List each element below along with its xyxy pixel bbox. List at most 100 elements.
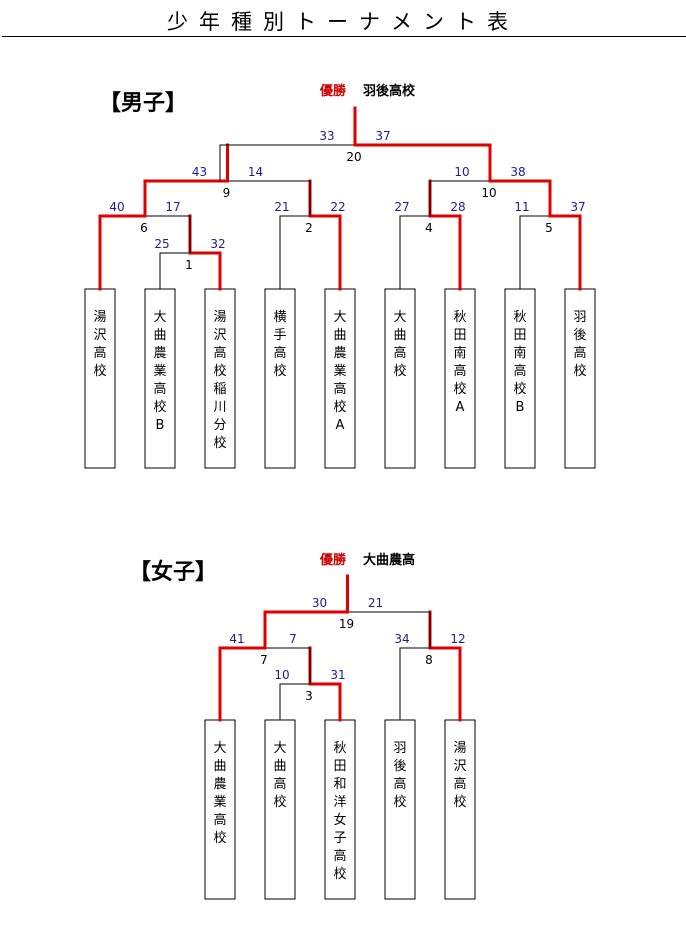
boys-team-name-char: 田 — [513, 328, 526, 343]
boys-team-name-char: 校 — [513, 381, 526, 397]
girls-team-name-char: 校 — [453, 794, 466, 810]
girls-score-left: 41 — [229, 632, 244, 646]
girls-score-left: 30 — [312, 596, 327, 610]
boys-team-name-char: 校 — [93, 363, 106, 379]
girls-team-name-char: 秋 — [333, 741, 346, 756]
girls-score-right: 12 — [450, 632, 465, 646]
boys-score-left: 27 — [394, 200, 409, 214]
girls-team-name-char: 子 — [333, 831, 346, 846]
girls-team-name-char: 大 — [273, 741, 286, 756]
boys-team-name-char: 高 — [93, 345, 106, 361]
girls-team-name-char: 羽 — [393, 741, 406, 756]
girls-team-name-char: 高 — [333, 848, 346, 864]
boys-score-left: 25 — [154, 237, 169, 251]
boys-team-name-char: 農 — [333, 346, 346, 361]
girls-team-name-char: 曲 — [273, 759, 286, 774]
boys-team-name-char: 稲 — [213, 382, 226, 397]
boys-team-name-char: A — [456, 400, 465, 415]
boys-team-name-char: 川 — [213, 400, 226, 415]
boys-match-number: 6 — [140, 221, 148, 235]
boys-match-number: 20 — [346, 150, 361, 164]
boys-score-left: 40 — [109, 200, 124, 214]
boys-team-name-char: 校 — [393, 363, 406, 379]
girls-team-name-char: 沢 — [453, 759, 466, 774]
boys-team-name-char: 校 — [573, 363, 586, 379]
boys-team-name-char: A — [336, 418, 345, 433]
boys-team-name-char: B — [156, 418, 165, 433]
girls-score-right: 7 — [289, 632, 297, 646]
boys-team-name-char: 曲 — [153, 328, 166, 343]
girls-score-right: 31 — [330, 668, 345, 682]
boys-match-number: 5 — [545, 221, 553, 235]
boys-score-left: 33 — [319, 129, 334, 143]
boys-team-name-char: 南 — [453, 345, 466, 361]
girls-team-name-char: 校 — [393, 794, 406, 810]
girls-team-box — [204, 719, 236, 900]
boys-team-name-char: 大 — [333, 310, 346, 325]
boys-team-name-char: 曲 — [333, 328, 346, 343]
girls-team-name-char: 女 — [333, 812, 346, 828]
boys-team-name-char: 業 — [153, 363, 166, 379]
girls-match-number: 3 — [305, 689, 313, 703]
girls-team-name-char: 農 — [213, 777, 226, 792]
boys-team-name-char: 高 — [333, 381, 346, 397]
girls-team-name-char: 大 — [213, 741, 226, 756]
girls-score-left: 34 — [394, 632, 409, 646]
boys-team-name-char: 高 — [573, 345, 586, 361]
boys-team-name-char: 校 — [213, 435, 226, 451]
boys-team-name-char: 横 — [273, 310, 286, 325]
boys-score-right: 32 — [210, 237, 225, 251]
boys-score-right: 37 — [375, 129, 390, 143]
boys-team-name-char: 業 — [333, 363, 346, 379]
girls-team-name-char: 洋 — [333, 795, 346, 810]
boys-team-name-char: 湯 — [93, 310, 106, 325]
boys-team-name-char: 高 — [513, 363, 526, 379]
boys-match-number: 4 — [425, 221, 433, 235]
boys-team-name-char: 校 — [453, 381, 466, 397]
boys-team-box — [444, 288, 476, 469]
girls-team-name-char: 高 — [393, 776, 406, 792]
boys-score-left: 10 — [454, 165, 469, 179]
boys-team-name-char: B — [516, 400, 525, 415]
boys-team-name-char: 南 — [513, 345, 526, 361]
boys-team-name-char: 後 — [573, 328, 586, 343]
boys-team-name-char: 手 — [273, 328, 286, 343]
boys-score-right: 28 — [450, 200, 465, 214]
girls-team-name-char: 校 — [333, 866, 346, 882]
girls-team-box — [444, 719, 476, 900]
boys-team-name-char: 曲 — [393, 328, 406, 343]
boys-team-name-char: 秋 — [513, 310, 526, 325]
boys-score-right: 37 — [570, 200, 585, 214]
boys-match-number: 10 — [481, 186, 496, 200]
boys-team-name-char: 羽 — [573, 310, 586, 325]
boys-team-name-char: 大 — [153, 310, 166, 325]
title-rule — [2, 36, 686, 37]
boys-match-number: 9 — [223, 186, 231, 200]
boys-team-name-char: 沢 — [93, 328, 106, 343]
boys-champion-name: 羽後高校 — [363, 83, 416, 99]
girls-champion-name: 大曲農高 — [363, 552, 415, 568]
girls-team-box — [264, 719, 296, 900]
girls-team-name-char: 高 — [213, 812, 226, 828]
boys-team-name-char: 高 — [453, 363, 466, 379]
girls-score-right: 21 — [368, 596, 383, 610]
boys-score-right: 17 — [165, 200, 180, 214]
boys-team-box — [204, 288, 236, 469]
girls-team-name-char: 業 — [213, 794, 226, 810]
girls-score-left: 10 — [274, 668, 289, 682]
boys-team-name-char: 校 — [153, 399, 166, 415]
boys-match-number: 2 — [305, 221, 313, 235]
boys-score-left: 43 — [192, 165, 207, 179]
boys-team-name-char: 農 — [153, 346, 166, 361]
boys-champion-label: 優勝 — [319, 83, 347, 99]
girls-match-number: 19 — [339, 617, 354, 631]
girls-team-name-char: 湯 — [453, 741, 466, 756]
girls-team-name-char: 校 — [213, 830, 226, 846]
boys-team-name-char: 高 — [393, 345, 406, 361]
girls-team-name-char: 後 — [393, 759, 406, 774]
boys-team-name-char: 高 — [213, 345, 226, 361]
boys-team-box — [84, 288, 116, 469]
page-title: 少年種別トーナメント表 — [167, 10, 519, 34]
boys-score-right: 38 — [510, 165, 525, 179]
